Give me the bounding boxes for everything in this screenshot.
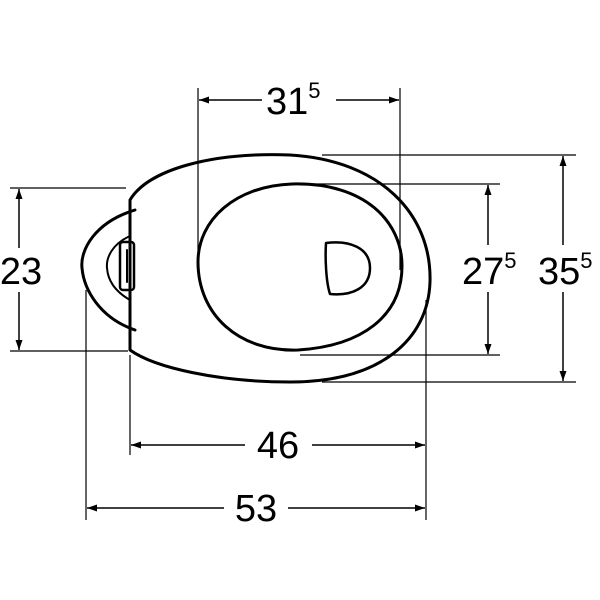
label-top-width: 315 [266, 78, 321, 123]
rear-mounting-cup [80, 208, 137, 332]
label-length-to-rim: 46 [257, 425, 299, 467]
label-back-height: 23 [0, 251, 42, 293]
bowl-rim [196, 182, 404, 352]
rear-mounting-cup-inner [105, 235, 131, 301]
toilet-bowl-outline [128, 153, 432, 384]
drain-outlet [118, 240, 136, 292]
label-overall-depth: 355 [538, 248, 593, 293]
label-overall-length: 53 [235, 488, 277, 530]
flush-outlet [324, 241, 372, 296]
label-bowl-depth: 275 [462, 248, 517, 293]
